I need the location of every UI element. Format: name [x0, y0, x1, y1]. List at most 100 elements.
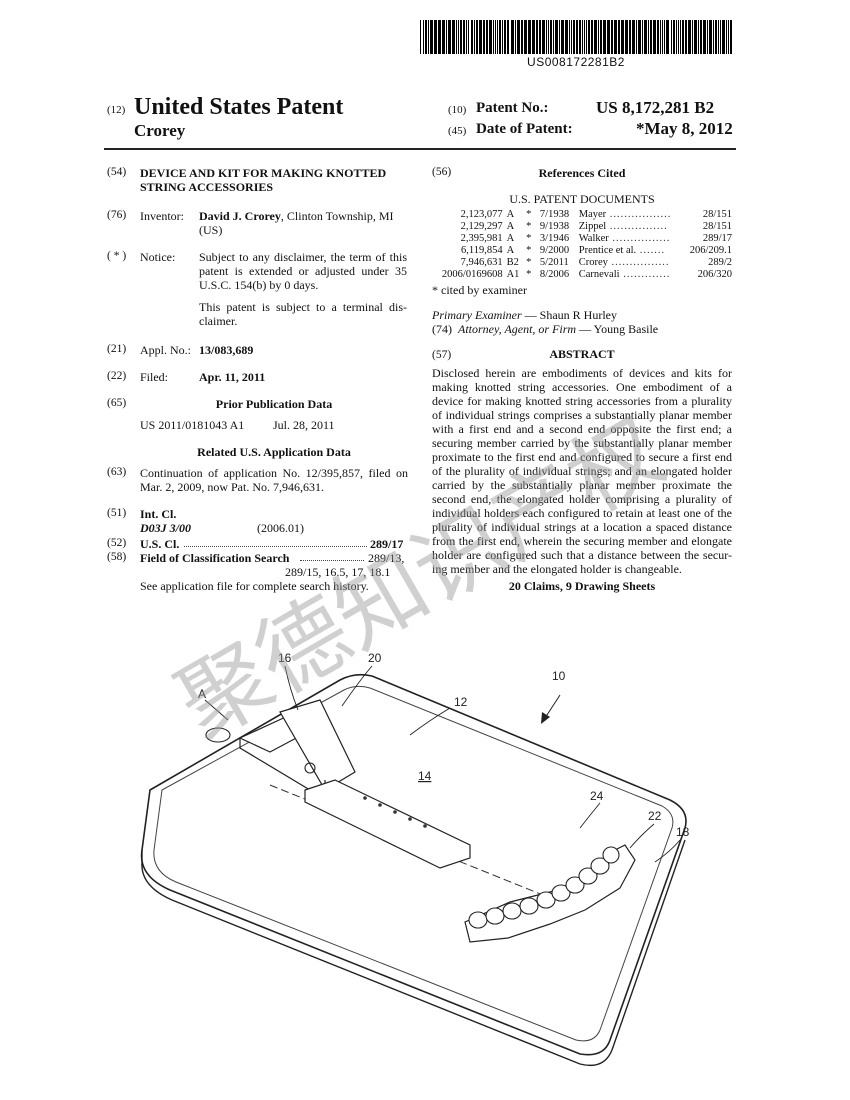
prior-pub-heading: Prior Publication Data [215, 397, 333, 411]
ref-label-20: 20 [368, 651, 382, 665]
barcode-bar [489, 20, 492, 54]
barcode-bar [576, 20, 578, 54]
appl-no-value: 13/083,689 [199, 343, 254, 357]
ref-date: 9/1938 [539, 221, 570, 232]
code-65: (65) [107, 397, 127, 409]
barcode-bar [682, 20, 684, 54]
us-cl-label: U.S. Cl. [140, 537, 180, 551]
inventor-location: , Clinton Township, MI [280, 209, 394, 223]
ref-kind: A [506, 245, 515, 256]
holder-beads [468, 846, 620, 929]
notice-label: Notice: [140, 250, 176, 264]
barcode-bar [611, 20, 613, 54]
barcode-bar [692, 20, 693, 54]
filed-label: Filed: [140, 370, 169, 384]
cited-by-examiner: * cited by examiner [432, 283, 527, 297]
ref-label-24: 24 [590, 789, 604, 803]
abstract-heading: ABSTRACT [549, 347, 615, 361]
barcode-bar [442, 20, 445, 54]
barcode-bar [621, 20, 624, 54]
code-57: (57) [432, 349, 452, 361]
barcode-bar [468, 20, 469, 54]
code-58: (58) [107, 551, 127, 563]
barcode-bar [504, 20, 506, 54]
notice-line1: Subject to any disclaimer, the term of t… [199, 250, 407, 264]
barcode-bar [636, 20, 637, 54]
continuation-line2: Mar. 2, 2009, now Pat. No. 7,946,631. [140, 480, 324, 494]
barcode-bar [428, 20, 429, 54]
code-21: (21) [107, 343, 127, 355]
patent-type-title: United States Patent [134, 94, 344, 120]
ref-kind: A [506, 209, 515, 220]
barcode-bar [722, 20, 725, 54]
ref-class: 206/209.1 [689, 245, 732, 256]
barcode-bar [559, 20, 560, 54]
ref-star: * [526, 257, 532, 268]
barcode-bar [598, 20, 599, 54]
barcode-bar [546, 20, 547, 54]
ref-label-12: 12 [454, 695, 468, 709]
code-10: (10) [448, 104, 467, 116]
date-label: Date of Patent: [476, 121, 573, 137]
barcode-bar [603, 20, 606, 54]
abstract-line: of individual strings comprises a substa… [432, 408, 732, 422]
abstract-line: Disclosed herein are embodiments of devi… [432, 366, 732, 380]
abstract-line: of the plurality of individual strings; … [432, 464, 732, 478]
barcode [420, 20, 732, 54]
primary-examiner-name: Shaun R Hurley [539, 308, 617, 322]
barcode-bar [550, 20, 552, 54]
barcode-bar [458, 20, 459, 54]
barcode-bar [713, 20, 714, 54]
leader-lines [204, 665, 681, 863]
barcode-bar [548, 20, 549, 54]
ref-number: 7,946,631 [460, 257, 503, 268]
barcode-bar [463, 20, 465, 54]
barcode-bar [730, 20, 732, 54]
related-app-heading: Related U.S. Application Data [197, 445, 351, 459]
ref-date: 3/1946 [539, 233, 570, 244]
barcode-bar [678, 20, 679, 54]
barcode-bar [466, 20, 467, 54]
attorney-value: Young Basile [593, 322, 659, 336]
header-rule [104, 148, 736, 150]
int-cl-year: (2006.01) [257, 521, 304, 535]
patent-date: *May 8, 2012 [636, 119, 733, 138]
ref-star: * [526, 269, 532, 280]
barcode-bar [495, 20, 496, 54]
barcode-bar [676, 20, 677, 54]
ref-class: 289/2 [708, 257, 732, 268]
ref-number: 2,395,981 [460, 233, 503, 244]
field-search-label: Field of Classification Search [140, 551, 290, 565]
barcode-bar [688, 20, 691, 54]
ref-date: 7/1938 [539, 209, 570, 220]
attorney-line: (74) Attorney, Agent, or Firm — Young Ba… [432, 322, 659, 336]
us-patent-docs-heading: U.S. PATENT DOCUMENTS [509, 192, 655, 206]
barcode-bar [698, 20, 699, 54]
barcode-bar [680, 20, 681, 54]
primary-examiner-label: Primary Examiner [432, 308, 522, 322]
barcode-bar [653, 20, 656, 54]
barcode-number: US008172281B2 [527, 55, 625, 69]
arrow-10-head [541, 712, 550, 724]
barcode-bar [425, 20, 427, 54]
invention-title-line1: DEVICE AND KIT FOR MAKING KNOTTED [140, 166, 387, 180]
ref-label-22: 22 [648, 809, 662, 823]
us-cl-leader [184, 546, 367, 547]
ref-name: Walker ................ [578, 233, 671, 244]
abstract-line: proximate to the first end and configure… [432, 450, 732, 464]
code-45: (45) [448, 125, 467, 137]
barcode-bar [586, 20, 587, 54]
clamp-screw [304, 762, 316, 774]
barcode-bar [483, 20, 485, 54]
barcode-bar [438, 20, 441, 54]
appl-no-label: Appl. No.: [140, 343, 191, 357]
clamp-top [279, 699, 356, 791]
abstract-line: device for making knotted string accesso… [432, 394, 732, 408]
barcode-bar [420, 20, 421, 54]
tray-outline [140, 673, 687, 1056]
barcode-bar [703, 20, 706, 54]
code-54: (54) [107, 166, 127, 178]
patent-drawing: 16 20 10 12 A 14 24 22 18 [140, 651, 690, 1067]
code-74: (74) [432, 322, 452, 336]
barcode-bar [660, 20, 661, 54]
